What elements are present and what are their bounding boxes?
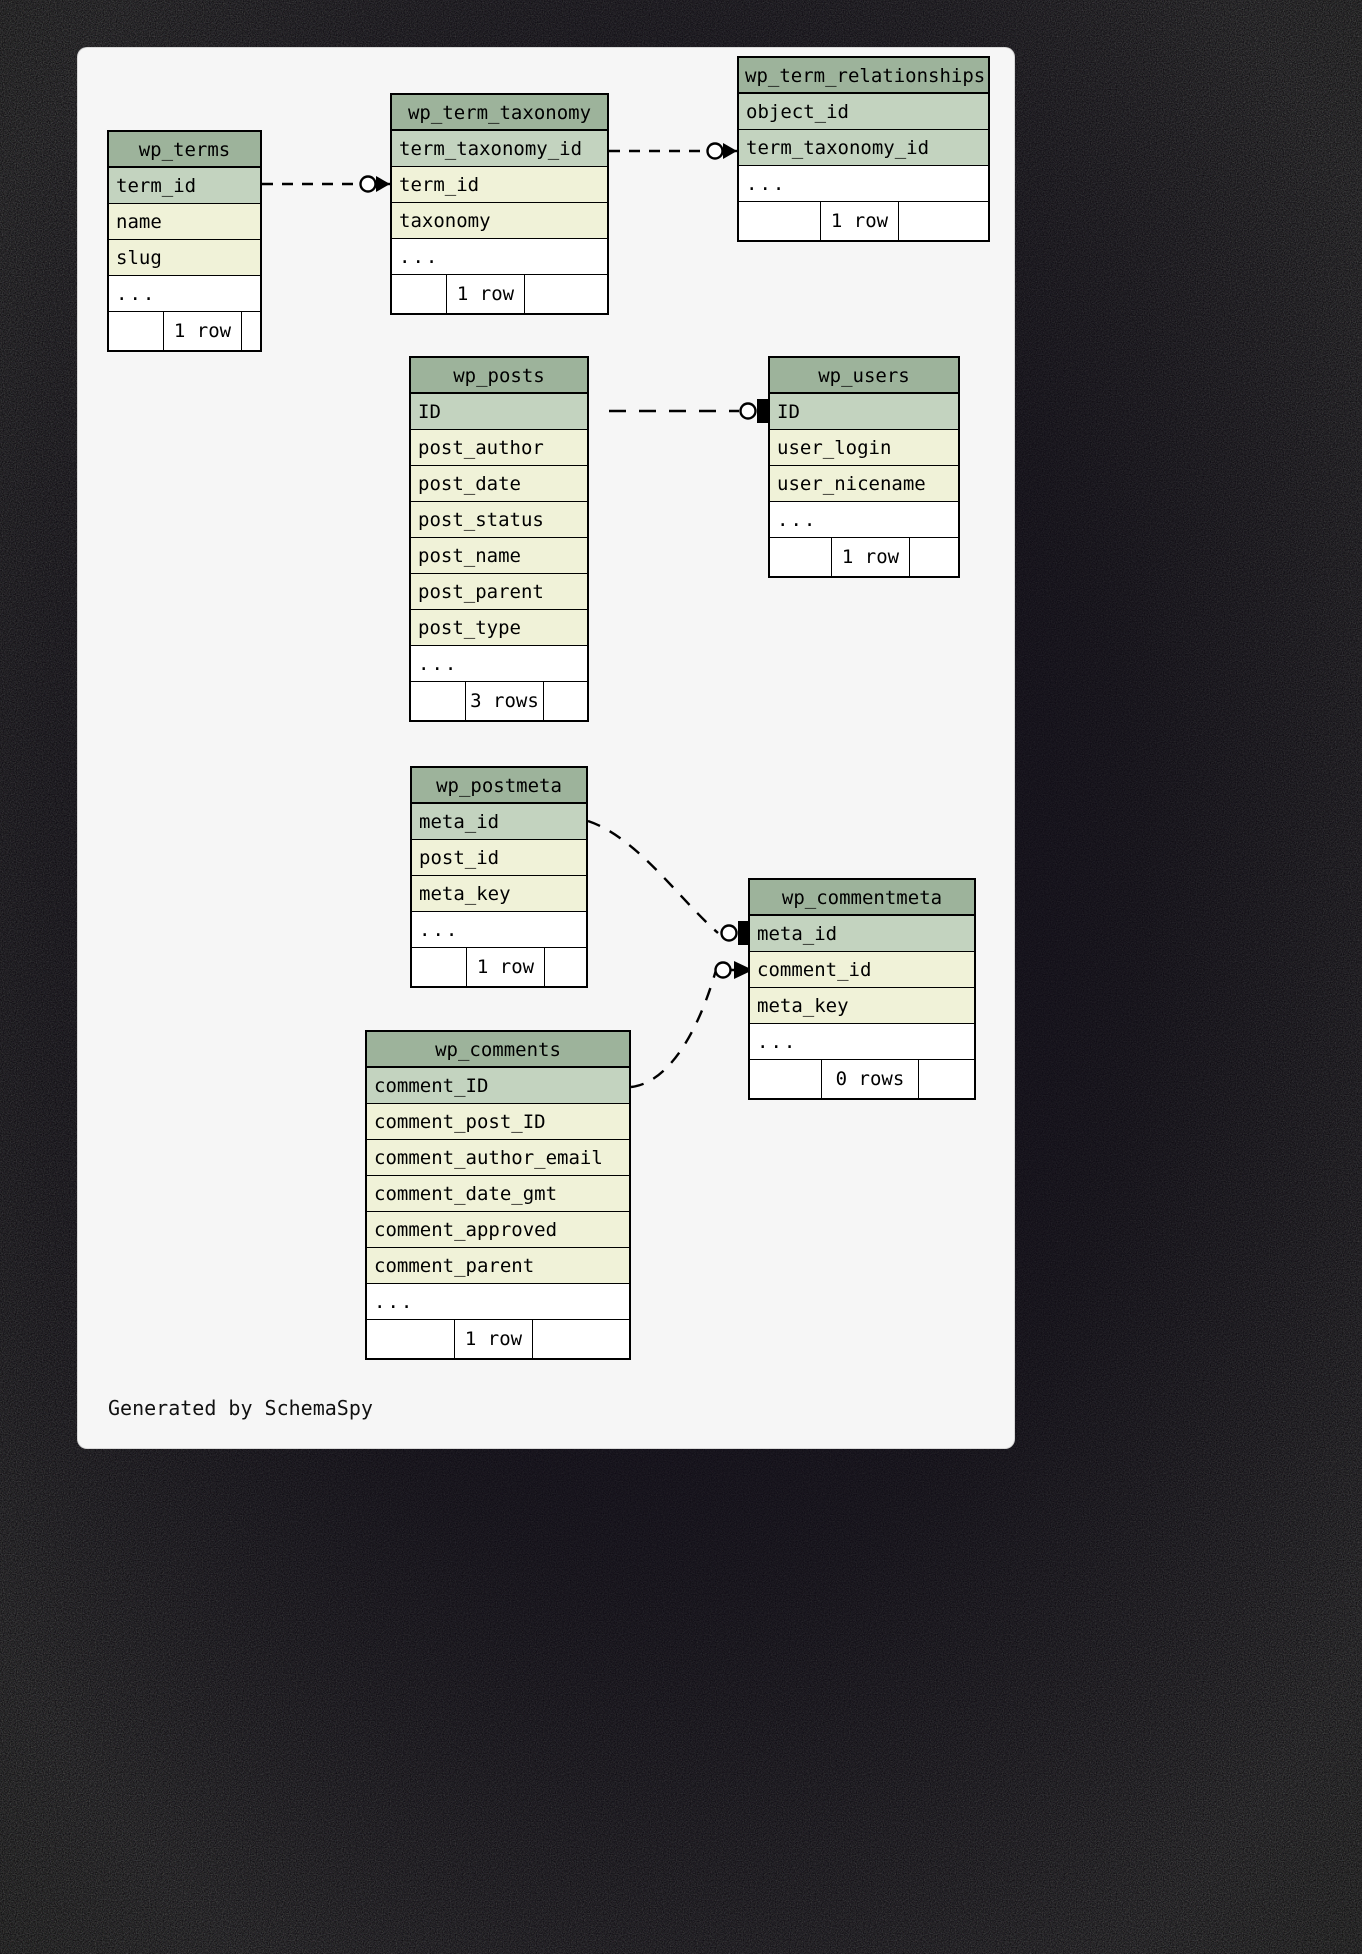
entity-column-row: post_name: [411, 538, 587, 574]
entity-rowcount: 1 row: [447, 275, 525, 313]
edge-comments-to-commentmeta: [630, 961, 753, 1089]
entity-more-indicator: ...: [770, 502, 958, 538]
entity-wp-terms[interactable]: wp_terms term_id name slug ... 1 row: [107, 130, 262, 352]
entity-column-row: post_date: [411, 466, 587, 502]
entity-wp-comments[interactable]: wp_comments comment_ID comment_post_ID c…: [365, 1030, 631, 1360]
entity-column-row: slug: [109, 240, 260, 276]
entity-column-row: comment_parent: [367, 1248, 629, 1284]
entity-title: wp_comments: [367, 1032, 629, 1068]
footer-right-cell: [544, 682, 587, 720]
edge-terms-to-term-taxonomy: [262, 175, 390, 193]
entity-footer: 1 row: [392, 275, 607, 313]
entity-rowcount: 1 row: [164, 312, 242, 350]
generated-by-label: Generated by SchemaSpy: [108, 1396, 373, 1420]
entity-more-indicator: ...: [367, 1284, 629, 1320]
entity-column-row: post_id: [412, 840, 586, 876]
entity-rowcount: 0 rows: [822, 1060, 919, 1098]
footer-left-cell: [392, 275, 447, 313]
entity-more-indicator: ...: [392, 239, 607, 275]
entity-key-row: meta_id: [750, 916, 974, 952]
entity-column-row: user_login: [770, 430, 958, 466]
entity-footer: 1 row: [109, 312, 260, 350]
entity-column-row: post_author: [411, 430, 587, 466]
entity-wp-postmeta[interactable]: wp_postmeta meta_id post_id meta_key ...…: [410, 766, 588, 988]
entity-column-row: taxonomy: [392, 203, 607, 239]
entity-rowcount: 1 row: [832, 538, 910, 576]
entity-more-indicator: ...: [750, 1024, 974, 1060]
edge-postmeta-to-commentmeta: [587, 819, 748, 945]
footer-left-cell: [412, 948, 467, 986]
entity-wp-term-taxonomy[interactable]: wp_term_taxonomy term_taxonomy_id term_i…: [390, 93, 609, 315]
edge-posts-to-users: [609, 399, 768, 423]
footer-right-cell: [919, 1060, 974, 1098]
footer-left-cell: [750, 1060, 822, 1098]
entity-footer: 1 row: [367, 1320, 629, 1358]
entity-key-row: comment_ID: [367, 1068, 629, 1104]
footer-left-cell: [411, 682, 466, 720]
entity-rowcount: 3 rows: [466, 682, 544, 720]
entity-column-row: comment_approved: [367, 1212, 629, 1248]
entity-footer: 1 row: [739, 202, 988, 240]
entity-column-row: post_type: [411, 610, 587, 646]
entity-wp-posts[interactable]: wp_posts ID post_author post_date post_s…: [409, 356, 589, 722]
entity-footer: 3 rows: [411, 682, 587, 720]
entity-key-row: ID: [770, 394, 958, 430]
entity-column-row: comment_post_ID: [367, 1104, 629, 1140]
footer-right-cell: [242, 312, 260, 350]
entity-more-indicator: ...: [412, 912, 586, 948]
diagram-panel: wp_terms term_id name slug ... 1 row wp_…: [78, 48, 1014, 1448]
footer-right-cell: [533, 1320, 629, 1358]
entity-footer: 1 row: [770, 538, 958, 576]
entity-footer: 1 row: [412, 948, 586, 986]
entity-title: wp_users: [770, 358, 958, 394]
footer-left-cell: [739, 202, 821, 240]
footer-right-cell: [545, 948, 586, 986]
footer-left-cell: [109, 312, 164, 350]
entity-title: wp_term_relationships: [739, 58, 988, 94]
entity-footer: 0 rows: [750, 1060, 974, 1098]
entity-column-row: comment_date_gmt: [367, 1176, 629, 1212]
entity-wp-term-relationships[interactable]: wp_term_relationships object_id term_tax…: [737, 56, 990, 242]
entity-column-row: comment_id: [750, 952, 974, 988]
entity-title: wp_term_taxonomy: [392, 95, 607, 131]
entity-column-row: post_parent: [411, 574, 587, 610]
entity-rowcount: 1 row: [455, 1320, 533, 1358]
footer-right-cell: [899, 202, 988, 240]
entity-more-indicator: ...: [109, 276, 260, 312]
entity-more-indicator: ...: [411, 646, 587, 682]
entity-key-row: term_taxonomy_id: [739, 130, 988, 166]
entity-key-row: meta_id: [412, 804, 586, 840]
entity-title: wp_postmeta: [412, 768, 586, 804]
entity-column-row: post_status: [411, 502, 587, 538]
entity-column-row: user_nicename: [770, 466, 958, 502]
footer-left-cell: [367, 1320, 455, 1358]
entity-title: wp_posts: [411, 358, 587, 394]
entity-column-row: meta_key: [412, 876, 586, 912]
entity-key-row: object_id: [739, 94, 988, 130]
entity-wp-users[interactable]: wp_users ID user_login user_nicename ...…: [768, 356, 960, 578]
entity-column-row: name: [109, 204, 260, 240]
entity-key-row: term_id: [109, 168, 260, 204]
entity-more-indicator: ...: [739, 166, 988, 202]
edge-term-taxonomy-to-term-relationships: [609, 142, 737, 160]
footer-right-cell: [525, 275, 607, 313]
entity-column-row: meta_key: [750, 988, 974, 1024]
entity-column-row: term_id: [392, 167, 607, 203]
footer-right-cell: [910, 538, 958, 576]
entity-title: wp_terms: [109, 132, 260, 168]
entity-title: wp_commentmeta: [750, 880, 974, 916]
entity-key-row: ID: [411, 394, 587, 430]
entity-column-row: comment_author_email: [367, 1140, 629, 1176]
entity-key-row: term_taxonomy_id: [392, 131, 607, 167]
footer-left-cell: [770, 538, 832, 576]
entity-rowcount: 1 row: [467, 948, 545, 986]
entity-rowcount: 1 row: [821, 202, 899, 240]
entity-wp-commentmeta[interactable]: wp_commentmeta meta_id comment_id meta_k…: [748, 878, 976, 1100]
